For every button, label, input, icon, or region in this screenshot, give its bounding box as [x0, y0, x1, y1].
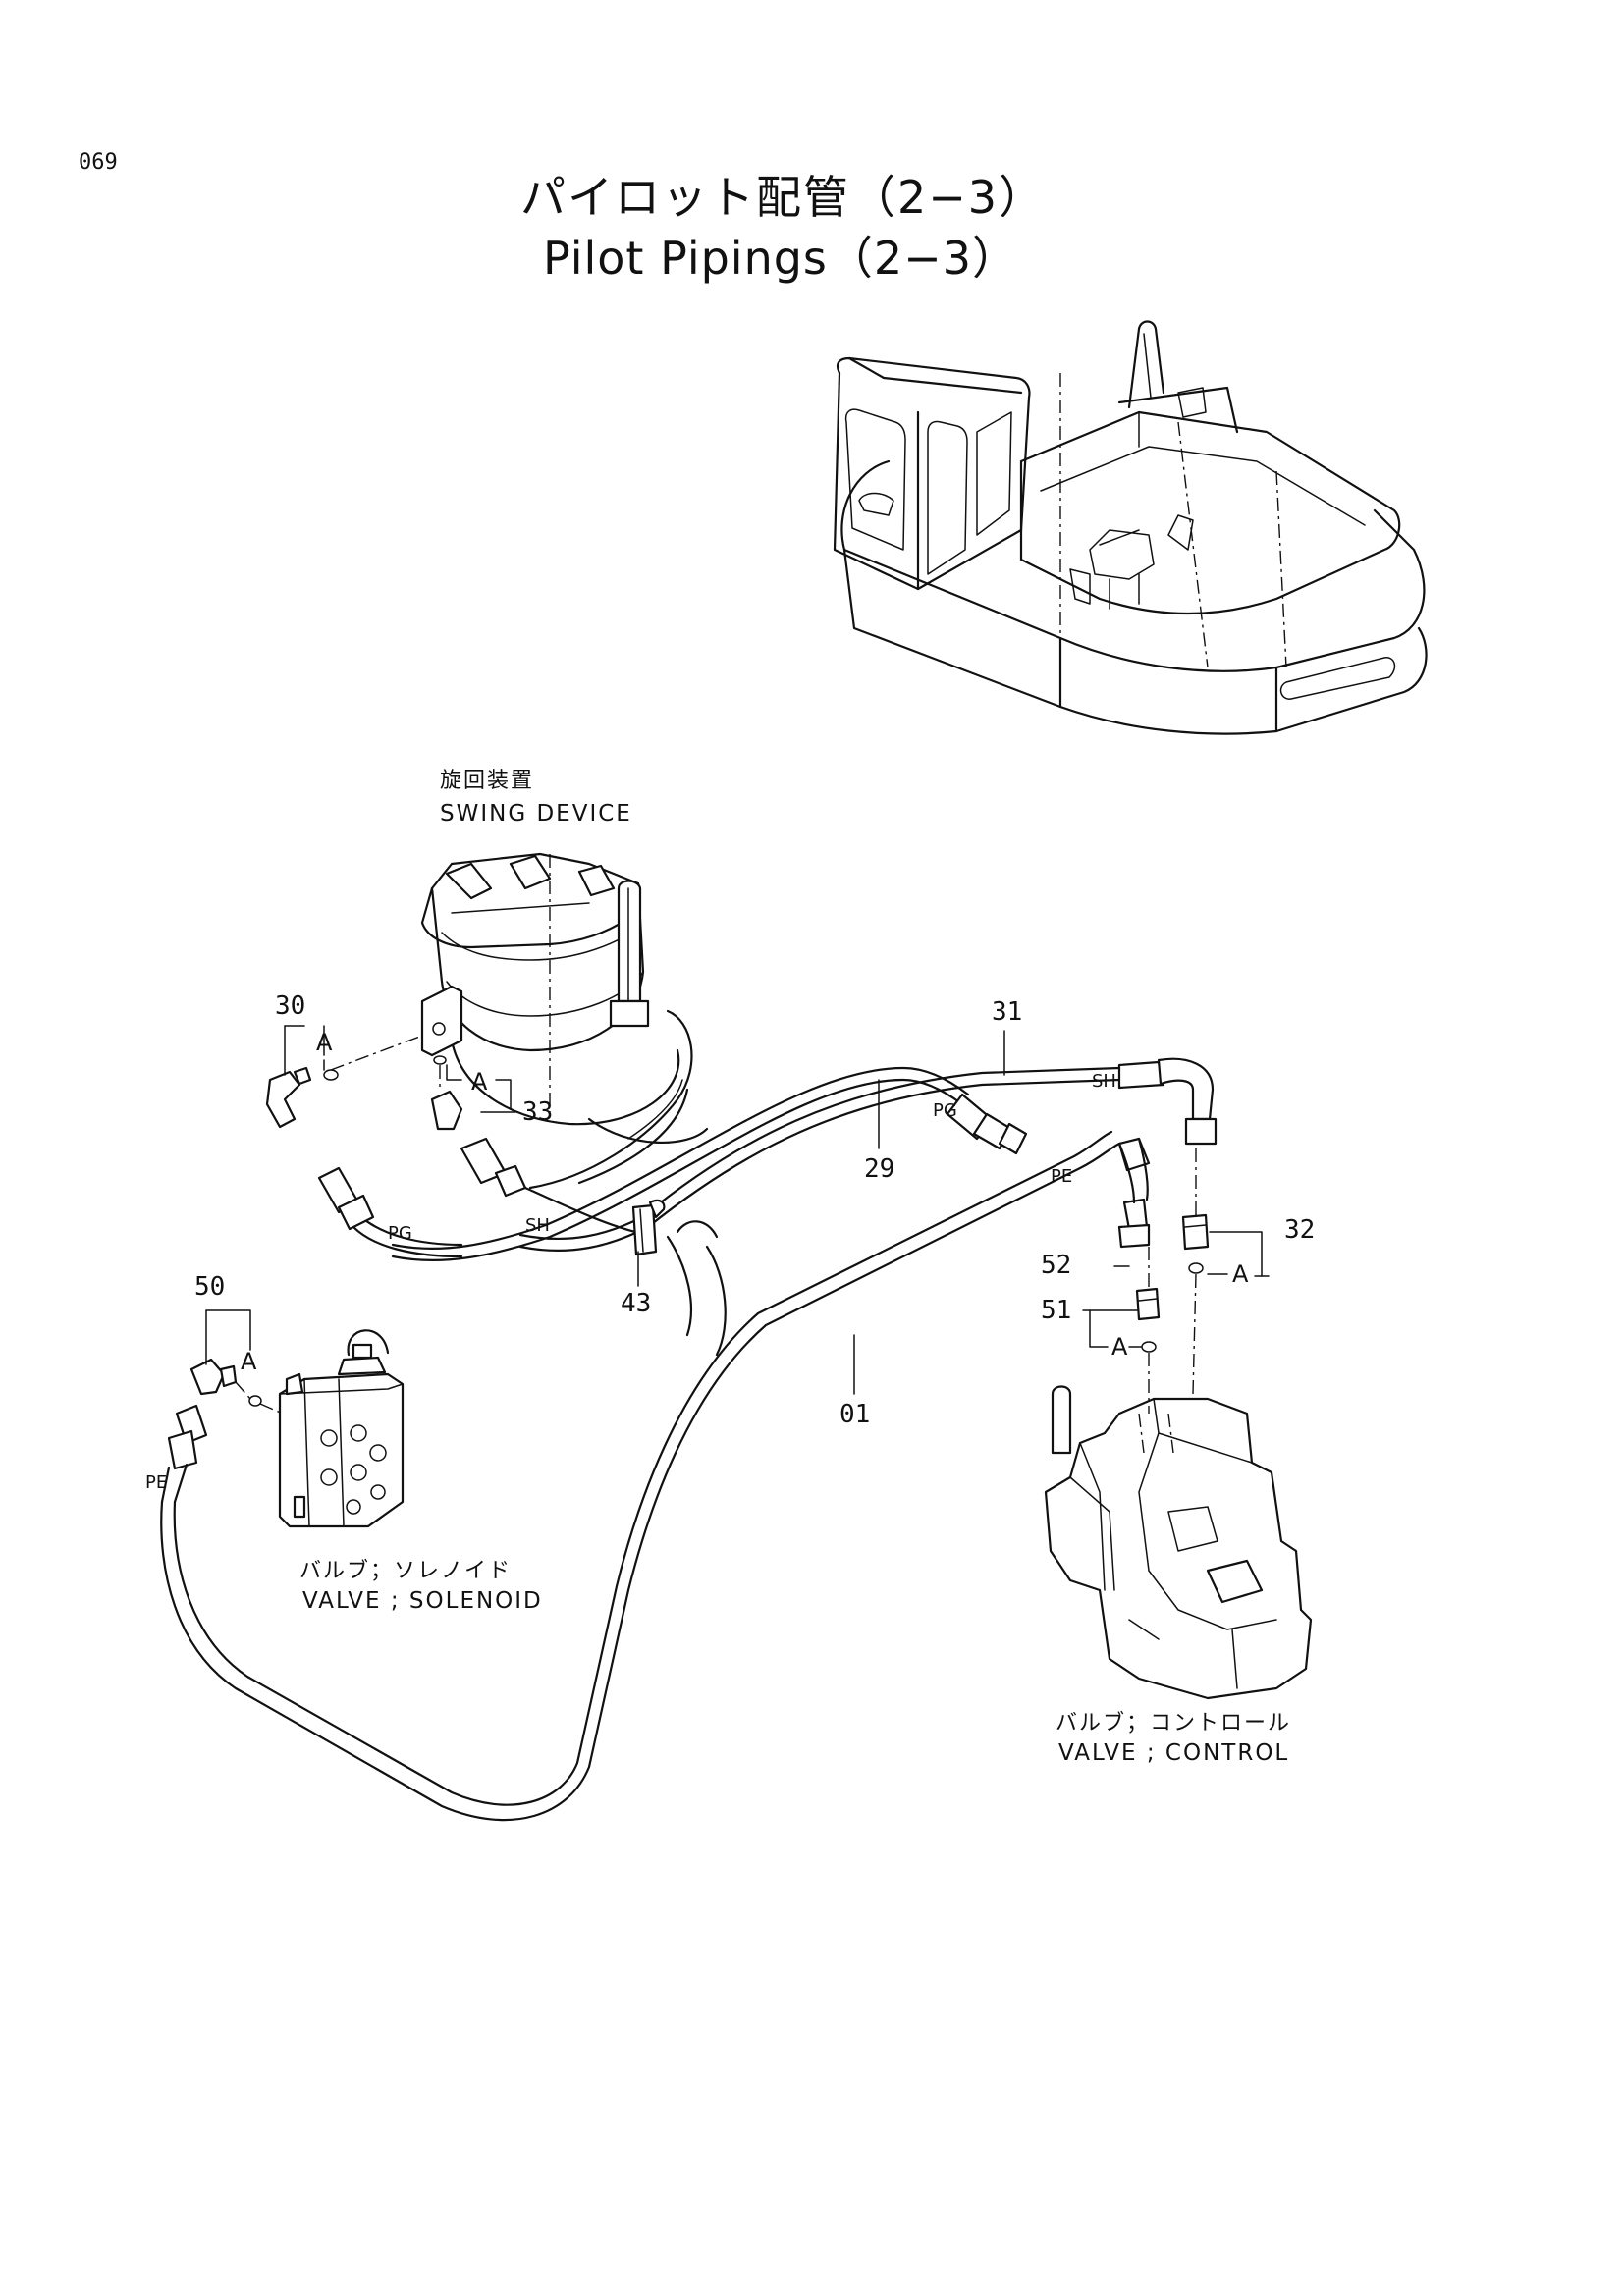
hose-31: [518, 1057, 1218, 1253]
callout-43: 43: [621, 1289, 652, 1318]
solenoid-valve-label-jp: バルブ；ソレノイド: [299, 1559, 513, 1583]
ref-a-30: A: [316, 1029, 333, 1056]
ref-a-51: A: [1111, 1333, 1128, 1361]
control-valve: [1044, 1385, 1313, 1700]
swing-device-label-en: SWING DEVICE: [440, 801, 632, 827]
fitting-30: [265, 1066, 339, 1129]
callout-52: 52: [1041, 1251, 1072, 1280]
swing-device-label-jp: 旋回装置: [440, 769, 535, 793]
hose-01: [160, 1130, 1121, 1822]
control-valve-label-jp: バルブ；コントロール: [1056, 1711, 1292, 1735]
fitting-51: [1135, 1287, 1161, 1353]
clamp-43: [631, 1199, 666, 1256]
port-label-pg-left: PG: [388, 1223, 412, 1244]
callout-leaders: [205, 1025, 1270, 1395]
fitting-50: [160, 1358, 262, 1504]
port-label-sh-left: SH: [525, 1215, 550, 1236]
port-label-pe-left: PE: [145, 1472, 168, 1493]
excavator-overview: [833, 320, 1428, 735]
assembly-centerlines: [235, 1035, 1197, 1415]
fitting-33: [430, 1055, 463, 1131]
page-title-en: Pilot Pipings（2−3）: [543, 232, 1018, 285]
page-number: 069: [79, 150, 118, 175]
callout-01: 01: [839, 1400, 871, 1429]
hose-33-sh: [460, 1137, 650, 1237]
port-label-pe-right: PE: [1051, 1166, 1073, 1187]
hose-30-pg: [317, 1166, 463, 1258]
hose-29: [391, 1066, 1028, 1261]
callout-51: 51: [1041, 1296, 1072, 1325]
swing-device: [420, 852, 727, 1357]
callout-50: 50: [194, 1272, 226, 1302]
callout-29: 29: [864, 1154, 895, 1184]
control-valve-label-en: VALVE ; CONTROL: [1058, 1740, 1290, 1766]
fitting-32: [1181, 1213, 1210, 1274]
solenoid-valve: [278, 1329, 405, 1528]
ref-a-32: A: [1232, 1260, 1249, 1288]
callout-32: 32: [1284, 1215, 1316, 1245]
callout-31: 31: [992, 997, 1023, 1027]
page-title-jp: パイロット配管（2−3）: [520, 171, 1047, 224]
ref-a-33: A: [471, 1068, 488, 1095]
ref-a-50: A: [241, 1348, 257, 1375]
port-label-pg-right: PG: [933, 1100, 957, 1121]
fitting-52: [1117, 1137, 1151, 1249]
callout-30: 30: [275, 991, 306, 1021]
solenoid-valve-label-en: VALVE ; SOLENOID: [302, 1588, 543, 1614]
callout-33: 33: [522, 1097, 554, 1127]
port-label-sh-right: SH: [1092, 1071, 1116, 1092]
